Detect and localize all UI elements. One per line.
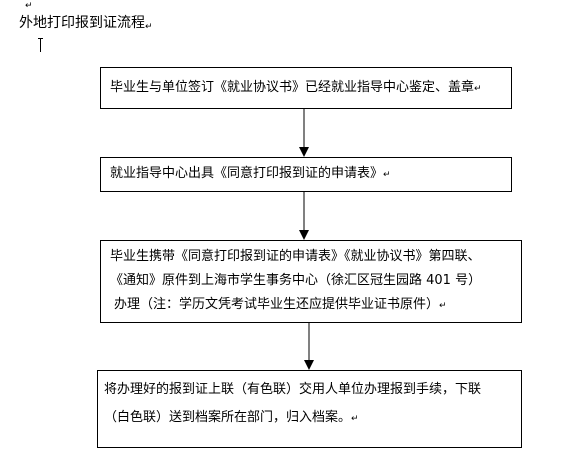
flow-arrow-3 bbox=[304, 323, 314, 370]
paragraph-mark: ↵ bbox=[383, 170, 391, 180]
flow-arrow-1 bbox=[299, 109, 309, 157]
flow-step-2: 就业指导中心出具《同意打印报到证的申请表》↵ bbox=[100, 157, 512, 192]
paragraph-mark: ↵ bbox=[474, 84, 482, 94]
flow-step-4: 将办理好的报到证上联（有色联）交用人单位办理报到手续，下联 （白色联）送到档案所… bbox=[97, 370, 522, 448]
flow-step-4-line-2: （白色联）送到档案所在部门，归入档案。↵ bbox=[104, 404, 521, 432]
flow-step-2-text: 就业指导中心出具《同意打印报到证的申请表》 bbox=[110, 166, 384, 181]
text-cursor bbox=[40, 38, 41, 52]
flow-step-3: 毕业生携带《同意打印报到证的申请表》《就业协议书》第四联、 《通知》原件到上海市… bbox=[100, 240, 522, 323]
flow-arrow-2 bbox=[299, 192, 309, 240]
flow-step-3-line-1: 毕业生携带《同意打印报到证的申请表》《就业协议书》第四联、 bbox=[110, 249, 481, 264]
flow-step-2-line-1: 就业指导中心出具《同意打印报到证的申请表》↵ bbox=[110, 163, 511, 185]
page-title: 外地打印报到证流程↵ bbox=[19, 14, 153, 32]
paragraph-mark: ↵ bbox=[439, 301, 447, 311]
flow-step-1-text: 毕业生与单位签订《就业协议书》已经就业指导中心鉴定、盖章 bbox=[110, 80, 475, 95]
flow-step-1: 毕业生与单位签订《就业协议书》已经就业指导中心鉴定、盖章↵ bbox=[100, 67, 512, 109]
paragraph-mark: ↵ bbox=[25, 1, 33, 11]
flow-step-3-line-3: 办理（注：学历文凭考试毕业生还应提供毕业证书原件）↵ bbox=[110, 293, 521, 317]
flow-step-3-line-3-text: 办理（注：学历文凭考试毕业生还应提供毕业证书原件） bbox=[114, 297, 440, 312]
flow-step-4-line-2-text: （白色联）送到档案所在部门，归入档案。 bbox=[104, 410, 352, 425]
page-title-text: 外地打印报到证流程 bbox=[19, 15, 145, 31]
flow-step-1-line-1: 毕业生与单位签订《就业协议书》已经就业指导中心鉴定、盖章↵ bbox=[110, 77, 511, 99]
paragraph-mark: ↵ bbox=[351, 414, 359, 424]
flow-step-3-line-2: 《通知》原件到上海市学生事务中心（徐汇区冠生园路 401 号） bbox=[110, 273, 482, 288]
paragraph-mark: ↵ bbox=[145, 22, 153, 32]
flow-step-4-line-1: 将办理好的报到证上联（有色联）交用人单位办理报到手续，下联 bbox=[104, 382, 482, 397]
